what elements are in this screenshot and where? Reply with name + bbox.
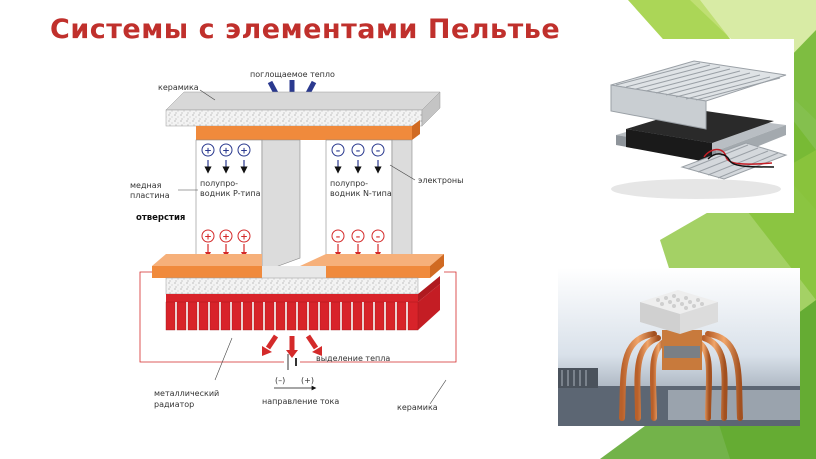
plus-sign: +	[204, 147, 212, 157]
battery-icon	[287, 354, 297, 370]
metal-radiator-label-line1: металлический	[154, 389, 219, 398]
top-copper-plate	[196, 120, 420, 140]
minus-sign: –	[376, 147, 381, 157]
minus-sign: –	[336, 233, 341, 243]
n-type-leg	[325, 139, 413, 273]
top-ceramic-plate	[165, 91, 441, 127]
plus-sign: +	[204, 233, 212, 243]
n-type-electrons-top: – – –	[331, 143, 385, 174]
bottom-copper-plates	[152, 254, 444, 278]
n-type-label-line1: полупро-	[330, 179, 368, 188]
n-type-label-line2: водник N-типа	[330, 189, 392, 198]
minus-sign: –	[376, 233, 381, 243]
holes-label: отверстия	[136, 213, 185, 223]
plus-sign: +	[222, 233, 230, 243]
minus-sign: –	[336, 147, 341, 157]
heat-release-arrows	[262, 334, 322, 358]
aluminum-heatsink-photo	[596, 39, 794, 213]
plus-sign: +	[240, 233, 248, 243]
plus-terminal-label: (+)	[301, 376, 314, 385]
minus-sign: –	[356, 147, 361, 157]
p-type-leg	[195, 139, 301, 273]
p-type-holes-top: + + +	[201, 143, 251, 174]
plus-sign: +	[222, 147, 230, 157]
p-type-label-line1: полупро-	[200, 179, 238, 188]
ceramic-top-label: керамика	[158, 83, 199, 92]
circuit-wire	[139, 271, 457, 363]
heat-release-label: выделение тепла	[316, 354, 390, 363]
p-type-label-line2: водник P-типа	[200, 189, 261, 198]
slide-title: Системы с элементами Пельтье	[50, 14, 561, 45]
metal-radiator-label-line2: радиатор	[154, 400, 194, 409]
n-type-electrons-bottom: – – –	[331, 229, 385, 258]
current-direction-label: направление тока	[262, 397, 339, 406]
ceramic-bottom-label: керамика	[397, 403, 438, 412]
copper-plate-label-line1: медная	[130, 181, 162, 190]
minus-terminal-label: (–)	[275, 376, 285, 385]
bottom-ceramic-plate	[165, 277, 419, 295]
heatpipe-heatsink-photo	[558, 268, 800, 426]
leader-lines	[178, 89, 447, 405]
peltier-diagram: + + + – – – полупро- водник P-типа полуп…	[130, 70, 463, 412]
plus-sign: +	[240, 147, 248, 157]
copper-plate-label-line2: пластина	[130, 191, 170, 200]
electrons-label: электроны	[418, 176, 463, 185]
red-radiator	[165, 276, 440, 331]
heat-absorbed-label: поглощаемое тепло	[250, 70, 335, 79]
minus-sign: –	[356, 233, 361, 243]
